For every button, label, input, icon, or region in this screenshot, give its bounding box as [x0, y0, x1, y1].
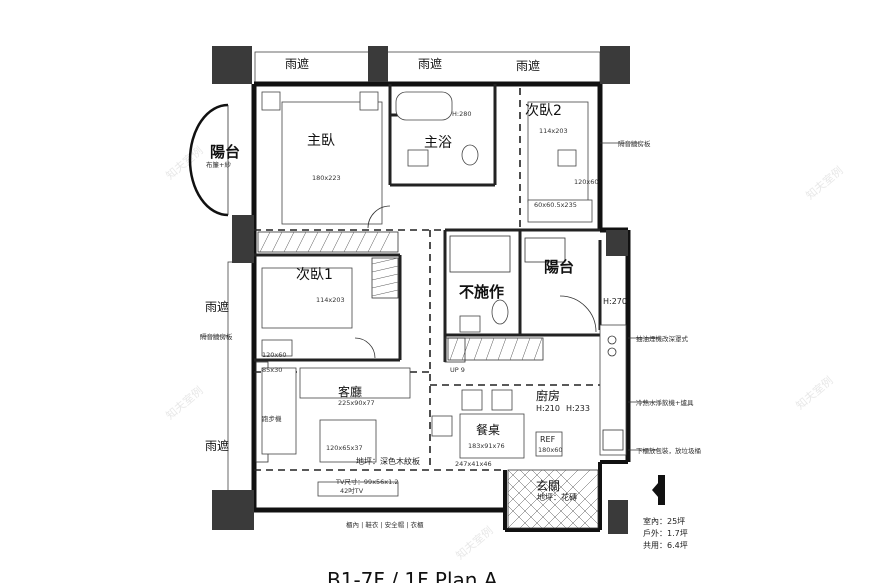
- tv-stand: [317, 481, 399, 497]
- wall-note: 隔音牆房板: [200, 332, 233, 341]
- kitchen-note: 冷熱水淨飲機+爐具: [636, 398, 694, 407]
- entrance-arrow-icon: [658, 475, 665, 505]
- dim-label: 60x60.5x235: [534, 201, 577, 209]
- toilet: [461, 144, 479, 166]
- room-label-living: 客廳: [338, 384, 362, 399]
- room-label-balcony-right: 陽台: [544, 258, 574, 276]
- room-label-master-bath: 主浴: [424, 135, 452, 151]
- dim-label: 114x203: [539, 127, 568, 135]
- tv-note: 42吋TV: [340, 486, 364, 495]
- bathtub: [395, 91, 453, 121]
- dim-label: 180x223: [312, 174, 341, 182]
- room-label-ref: REF: [540, 435, 556, 444]
- room-label-bedroom2: 次臥2: [525, 103, 562, 119]
- dim-label: 120x60: [262, 351, 287, 359]
- dim-label: 120x60: [574, 178, 599, 186]
- bed1: [261, 267, 353, 329]
- dim-label: 225x90x77: [338, 399, 375, 407]
- tv-cabinet: [319, 419, 377, 463]
- nightstand: [359, 91, 379, 111]
- kitchen-counter: [599, 324, 627, 456]
- structural-columns: [212, 46, 630, 534]
- room-label-entrance: 玄關: [536, 478, 560, 493]
- interior-walls: [254, 84, 602, 362]
- plan-title: B1-7F / 1F Plan A: [327, 568, 498, 583]
- kitchen-note: 抽油煙機改深罩式: [636, 334, 689, 343]
- dim-label: 114x203: [316, 296, 345, 304]
- room-label-no-construction: 不施作: [459, 283, 504, 301]
- toilet: [491, 299, 509, 325]
- storage-note: 櫃內 | 鞋衣 | 安全帽 | 衣櫃: [346, 520, 424, 529]
- dim-label: 247x41x46: [455, 460, 492, 468]
- room-label-dining: 餐桌: [476, 422, 500, 437]
- sofa: [299, 367, 411, 399]
- machine-label: 跑步機: [262, 414, 282, 423]
- exterior-walls: [251, 81, 631, 532]
- watermark: 知夫室例: [793, 373, 836, 412]
- dim-label: 180x60: [538, 446, 563, 454]
- watermark: 知夫室例: [453, 523, 496, 562]
- canopy-label: 雨遮: [205, 299, 229, 314]
- wall-note: 隔音牆房板: [618, 139, 651, 148]
- stair-label: UP 9: [450, 366, 465, 374]
- master-bed: [281, 101, 383, 225]
- watermark: 知夫室例: [163, 143, 206, 182]
- room-label-master-bedroom: 主臥: [307, 133, 335, 149]
- refrigerator: [535, 431, 563, 457]
- tv-size-note: TV尺寸：99x56x1.2: [335, 477, 399, 486]
- height-bath: H:280: [452, 110, 471, 118]
- area-common: 共用：6.4坪: [643, 541, 688, 550]
- height-kitchen: H:210: [536, 404, 560, 413]
- dim-label: 120x65x37: [326, 444, 363, 452]
- toilet: [459, 315, 481, 333]
- area-indoor: 室內：25坪: [643, 516, 685, 526]
- canopy-label: 雨遮: [418, 56, 442, 71]
- leader-lines: [200, 142, 660, 451]
- watermark: 知夫室例: [163, 383, 206, 422]
- canopy-left: [227, 261, 255, 493]
- sink: [407, 149, 429, 167]
- entrance-tiles: [507, 469, 599, 529]
- room-label-balcony-left: 陽台: [210, 143, 240, 161]
- balcony-note: 布簾+紗: [206, 160, 231, 169]
- chair: [491, 389, 513, 411]
- height-kitchen: H:233: [566, 404, 590, 413]
- watermark: 知夫室例: [803, 163, 846, 202]
- floor-note-entrance: 地坪：花磚: [537, 492, 577, 502]
- staircase: [444, 337, 466, 363]
- dim-label: 85x30: [262, 366, 282, 374]
- balcony-left-outline: [188, 103, 229, 217]
- kitchen-note: 下櫃放包裝，放垃圾桶: [636, 446, 701, 455]
- area-outdoor: 戶外：1.7坪: [643, 528, 688, 538]
- canopy-label: 雨遮: [516, 58, 540, 73]
- chair: [431, 415, 453, 437]
- wardrobe-hatch: [255, 231, 544, 463]
- desk1: [261, 339, 293, 357]
- canopy-label: 雨遮: [285, 56, 309, 71]
- room-label-kitchen: 廚房: [536, 388, 560, 403]
- height-balcony: H:270: [603, 297, 627, 306]
- bookshelf: [261, 367, 297, 455]
- dining-table: [459, 413, 525, 459]
- floor-note-living: 地坪：深色木紋板: [356, 456, 420, 466]
- room-label-bedroom1: 次臥1: [296, 267, 333, 283]
- chair: [461, 389, 483, 411]
- dim-label: 183x91x76: [468, 442, 505, 450]
- wardrobe2: [527, 199, 593, 223]
- nightstand: [261, 91, 281, 111]
- canopy-label: 雨遮: [205, 438, 229, 453]
- chair: [557, 149, 577, 167]
